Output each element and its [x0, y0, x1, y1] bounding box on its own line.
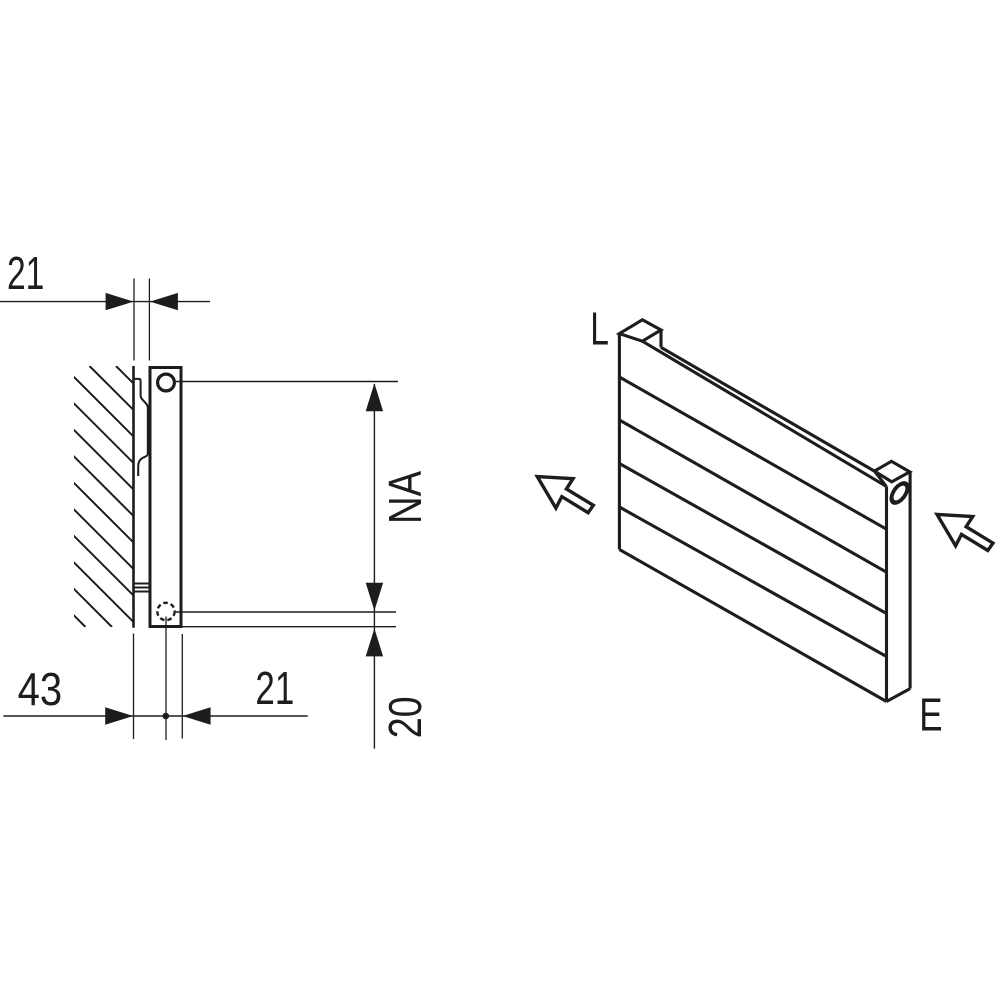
svg-text:21: 21: [255, 662, 294, 714]
svg-text:L: L: [590, 303, 609, 354]
svg-text:21: 21: [7, 248, 44, 299]
svg-text:20: 20: [379, 696, 430, 738]
svg-text:43: 43: [18, 664, 63, 715]
svg-text:NA: NA: [379, 470, 430, 524]
svg-text:E: E: [919, 689, 942, 741]
